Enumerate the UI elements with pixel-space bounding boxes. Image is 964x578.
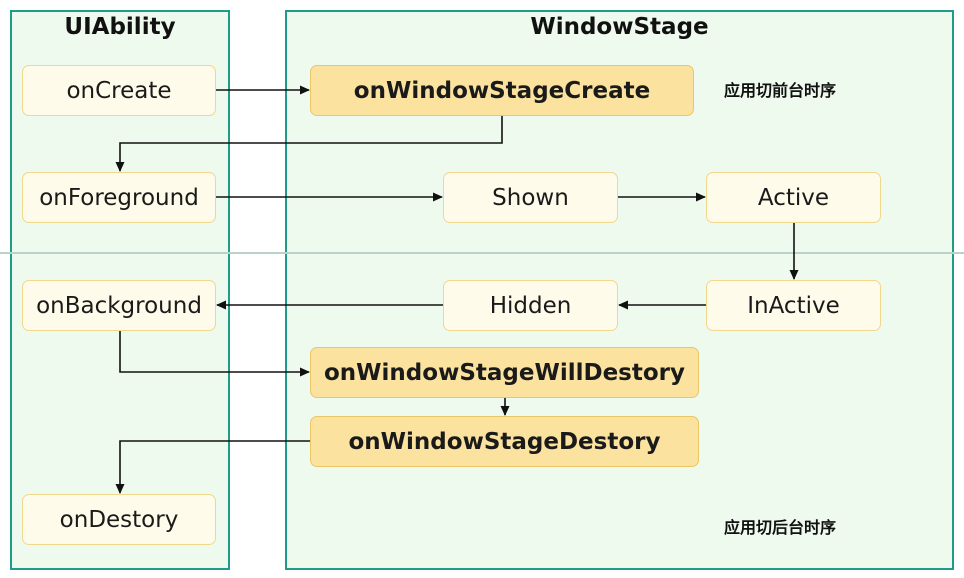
node-on-window-stage-destory: onWindowStageDestory xyxy=(310,416,699,467)
note-foreground-sequence: 应用切前台时序 xyxy=(724,81,837,100)
uiability-title: UIAbility xyxy=(64,14,176,40)
windowstage-title: WindowStage xyxy=(530,14,709,40)
phase-divider xyxy=(0,252,964,254)
node-on-background: onBackground xyxy=(22,280,216,331)
arrow-onbackground-to-willdestory xyxy=(119,331,310,377)
node-shown: Shown xyxy=(443,172,618,223)
node-on-create: onCreate xyxy=(22,65,216,116)
note-background-sequence: 应用切后台时序 xyxy=(724,518,837,537)
node-inactive: InActive xyxy=(706,280,881,331)
node-hidden: Hidden xyxy=(443,280,618,331)
arrow-windowstagecreate-to-onforeground xyxy=(115,116,503,172)
node-active: Active xyxy=(706,172,881,223)
node-on-foreground: onForeground xyxy=(22,172,216,223)
node-on-window-stage-create: onWindowStageCreate xyxy=(310,65,694,116)
node-on-window-stage-will-destory: onWindowStageWillDestory xyxy=(310,347,699,398)
node-on-destory: onDestory xyxy=(22,494,216,545)
arrow-destory-to-ondestory xyxy=(115,440,310,494)
